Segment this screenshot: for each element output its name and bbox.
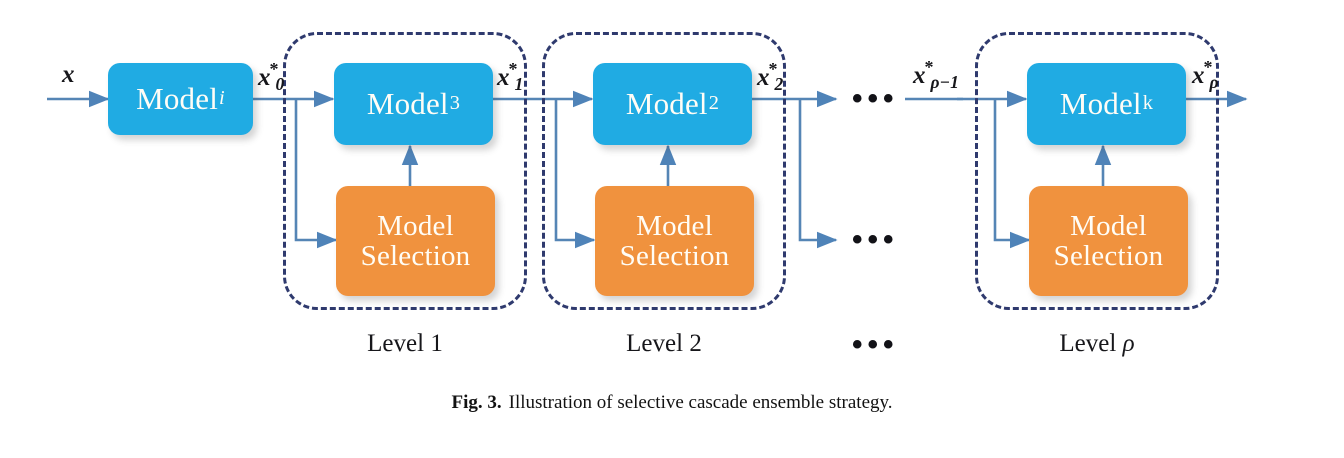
node-selection-level1[interactable]: Model Selection [336,186,495,296]
label-xrho: x*ρ [1192,58,1219,92]
node-model-i-label: Model [136,80,219,116]
caption-level-rho-symbol: ρ [1122,330,1135,357]
label-xrho-sup: * [1203,57,1213,77]
node-selection-levelrho-line1: Model [1070,209,1147,242]
node-selection-level1-line2: Selection [360,240,471,272]
label-input-x-base: x [62,61,75,88]
node-selection-levelrho-line2: Selection [1053,240,1164,272]
label-x1: x*1 [497,60,523,94]
node-model-level2-subscript: 2 [708,92,720,115]
label-xrho-sub: ρ [1209,72,1219,93]
ellipsis-middle-row: ••• [852,223,899,256]
label-xrho-minus-1-base: x [913,61,926,89]
label-xrho-minus-1-sup: * [924,57,934,77]
label-x0-sub: 0 [275,74,285,95]
label-x0-base: x [258,63,271,91]
caption-level-1-text: Level 1 [367,330,443,357]
figure-caption-text: Illustration of selective cascade ensemb… [508,392,893,413]
caption-level-1: Level 1 [283,330,527,358]
label-x2: x*2 [757,60,783,94]
label-x2-sup: * [768,59,778,79]
caption-level-2: Level 2 [542,330,786,358]
level-1-container [283,32,527,310]
caption-level-rho-text: Level [1059,330,1123,357]
caption-level-rho: Level ρ [975,330,1219,358]
node-model-level1-label: Model [366,85,449,121]
label-input-x: x [62,62,75,87]
label-x2-base: x [757,63,770,91]
node-selection-levelrho[interactable]: Model Selection [1029,186,1188,296]
node-selection-level2-line1: Model [636,209,713,242]
label-x0: x*0 [258,60,284,94]
level-2-container [542,32,786,310]
label-x1-sup: * [508,59,518,79]
label-x2-sub: 2 [774,74,784,95]
caption-level-2-text: Level 2 [626,330,702,357]
label-x1-sub: 1 [514,74,524,95]
node-model-level1-subscript: 3 [449,92,461,115]
node-selection-level1-line1: Model [377,209,454,242]
ellipsis-top-row: ••• [852,82,899,115]
level-rho-container [975,32,1219,310]
node-model-levelrho-label: Model [1059,85,1142,121]
node-model-levelrho-subscript: k [1142,92,1154,115]
label-xrho-base: x [1192,61,1205,89]
node-model-i-subscript: i [219,87,225,110]
node-selection-level2[interactable]: Model Selection [595,186,754,296]
node-selection-level2-line2: Selection [619,240,730,272]
figure-number: Fig. 3. [451,392,502,413]
node-model-level2-label: Model [625,85,708,121]
label-xrho-minus-1-sub: ρ−1 [930,72,959,93]
ellipsis-caption-row: ••• [852,328,899,361]
label-xrho-minus-1: x*ρ−1 [913,58,959,92]
wire-x2-out-middle [798,99,838,249]
figure-caption: Fig. 3. Illustration of selective cascade… [0,392,1344,414]
label-x0-sup: * [269,59,279,79]
label-x1-base: x [497,63,510,91]
